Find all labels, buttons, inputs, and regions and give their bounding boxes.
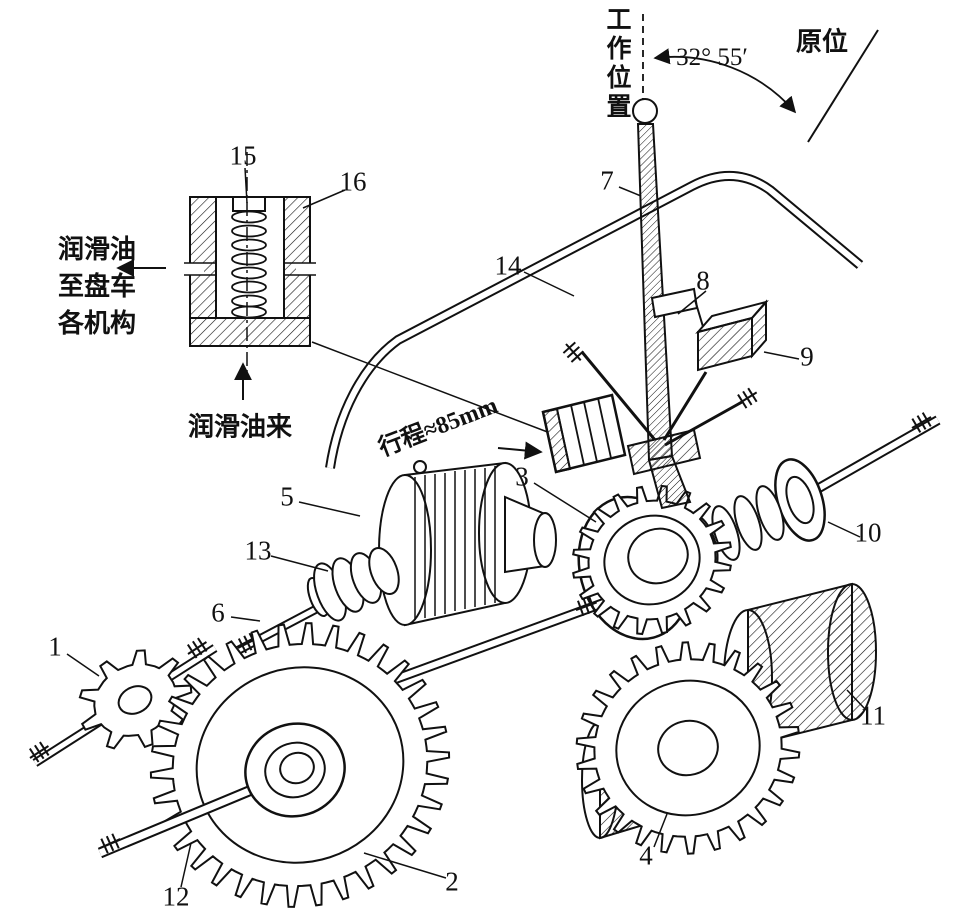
part-label-2: 2 (445, 866, 459, 897)
part-label-5: 5 (280, 481, 294, 512)
lube-out-line-2: 至盘车 (58, 271, 137, 301)
pin-8 (650, 287, 705, 331)
part-label-6: 6 (211, 597, 225, 628)
part-label-9: 9 (800, 341, 814, 372)
part-label-3: 3 (515, 461, 529, 492)
working-position-label: 工作位置 (603, 6, 630, 122)
part-label-8: 8 (696, 265, 710, 296)
lube-out-label: 润滑油 至盘车 各机构 (58, 232, 136, 343)
gear-2-hub (244, 722, 346, 818)
annotation-arrows (116, 259, 543, 460)
housing-panel (325, 171, 864, 469)
part-label-14: 14 (494, 250, 522, 281)
buffer-block (541, 393, 627, 474)
part-label-11: 11 (860, 700, 886, 731)
gear-1 (78, 649, 193, 750)
original-position-label: 原位 (795, 27, 849, 57)
block-9 (695, 299, 769, 372)
stroke-arrow (497, 441, 543, 460)
part-label-7: 7 (600, 165, 614, 196)
coupling-13 (306, 547, 400, 622)
lever-knob (632, 98, 658, 124)
lube-out-line-3: 各机构 (58, 308, 137, 338)
gear-3 (572, 484, 732, 641)
spring-coil (231, 210, 267, 319)
lube-in-label: 润滑油来 (187, 412, 293, 442)
drum-pin (413, 460, 427, 474)
angle-value: 32° 55′ (676, 44, 748, 71)
lube-out-line-1: 润滑油 (58, 235, 137, 264)
shift-lever-7 (559, 98, 762, 510)
angle-annotation (642, 14, 879, 143)
part-label-10: 10 (854, 517, 882, 548)
detail-pointer-line (311, 341, 559, 437)
lubricator-detail (184, 152, 559, 437)
original-position-line (807, 29, 879, 143)
clutch-drum-5 (378, 460, 557, 627)
output-shaft-10 (689, 409, 941, 571)
gear-4 (575, 641, 801, 855)
drum-ribs (414, 466, 496, 620)
leader-lines (66, 167, 867, 888)
part-label-1: 1 (48, 631, 62, 662)
part-label-15: 15 (229, 140, 257, 171)
part-label-13: 13 (244, 535, 272, 566)
part-label-12: 12 (162, 881, 190, 912)
part-label-16: 16 (339, 166, 367, 197)
part-label-4: 4 (639, 840, 653, 871)
